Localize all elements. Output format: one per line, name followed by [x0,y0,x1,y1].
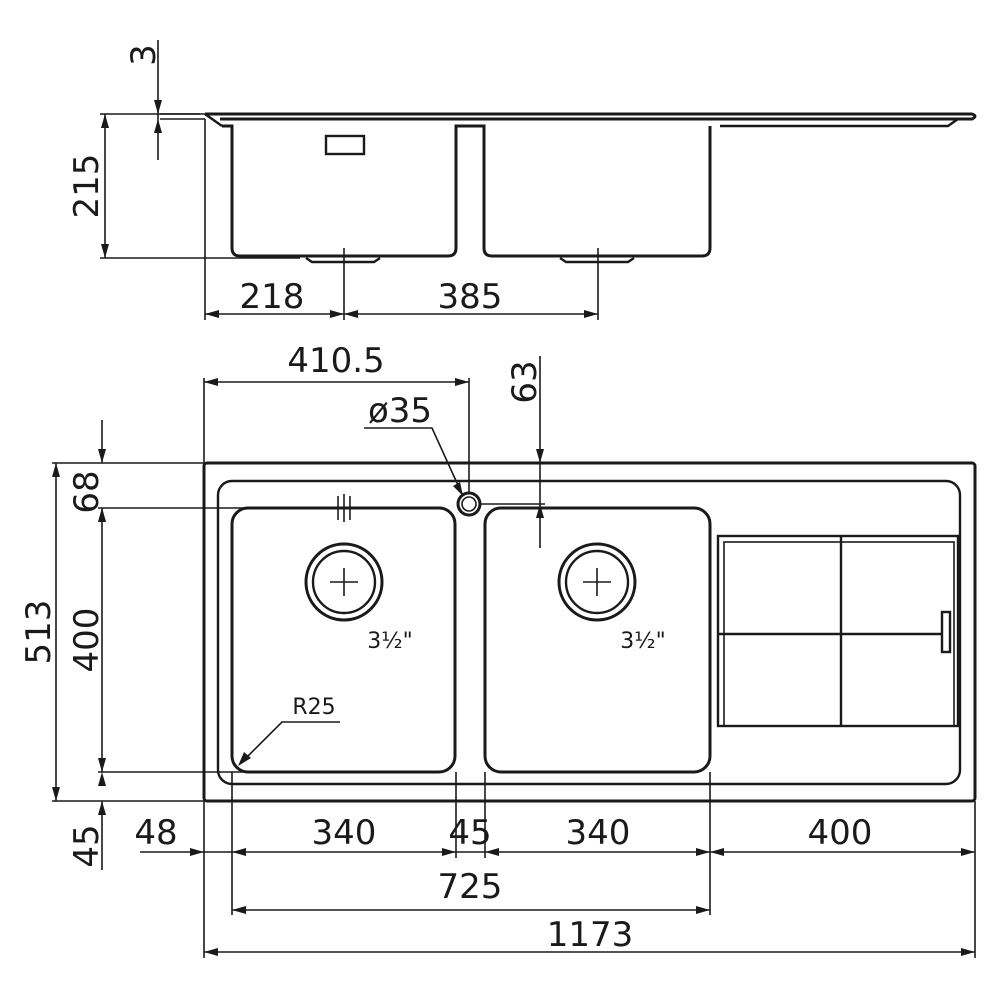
waste-left [304,542,384,622]
dim-overall-width: 1173 [547,915,634,955]
side-view: 3 215 218 385 [67,40,977,320]
dim-waste-spacing: 385 [438,277,503,317]
overflow-slot [324,134,366,156]
tap-hole [456,491,482,517]
waste-right [557,542,637,622]
dim-tap-from-back: 63 [505,360,545,403]
dim-corner-radius: R25 [292,695,335,720]
waste-right-size: 3½" [620,629,665,654]
sink-inner-rim [216,479,962,786]
dim-front-margin: 45 [67,824,107,867]
drainer [716,534,960,728]
side-bowl-left [222,124,712,258]
dim-waste-offset: 218 [240,277,305,317]
waste-left-size: 3½" [367,629,412,654]
drainer-handle [940,610,952,654]
side-waste-left [305,257,381,264]
dim-bowls-total: 725 [438,867,503,907]
dim-bowl-1-width: 340 [312,813,377,853]
dim-bowl-2-width: 340 [566,813,631,853]
side-waste-right [559,257,635,264]
dim-overall-depth: 513 [19,600,59,665]
dim-bowl-gap: 45 [448,813,491,853]
dim-tap-offset: 410.5 [287,341,384,381]
dim-bowl-depth-side: 215 [67,154,107,219]
bowl-right [483,506,712,774]
dim-bowl-depth: 400 [67,608,107,673]
dim-drainer-width: 400 [808,813,873,853]
dim-flange-thickness: 3 [124,44,164,66]
bowl-left [230,506,457,774]
dim-left-margin: 48 [134,813,177,853]
sink-outline [202,461,977,803]
drainer-outer [716,534,960,728]
side-drainer-edge [720,118,959,128]
dim-bowl-from-back: 68 [67,470,107,513]
side-flange-edge [204,113,223,127]
top-view: 3½" 3½" [19,341,977,958]
side-flange [205,112,977,121]
dim-tap-diameter: ø35 [368,391,432,431]
